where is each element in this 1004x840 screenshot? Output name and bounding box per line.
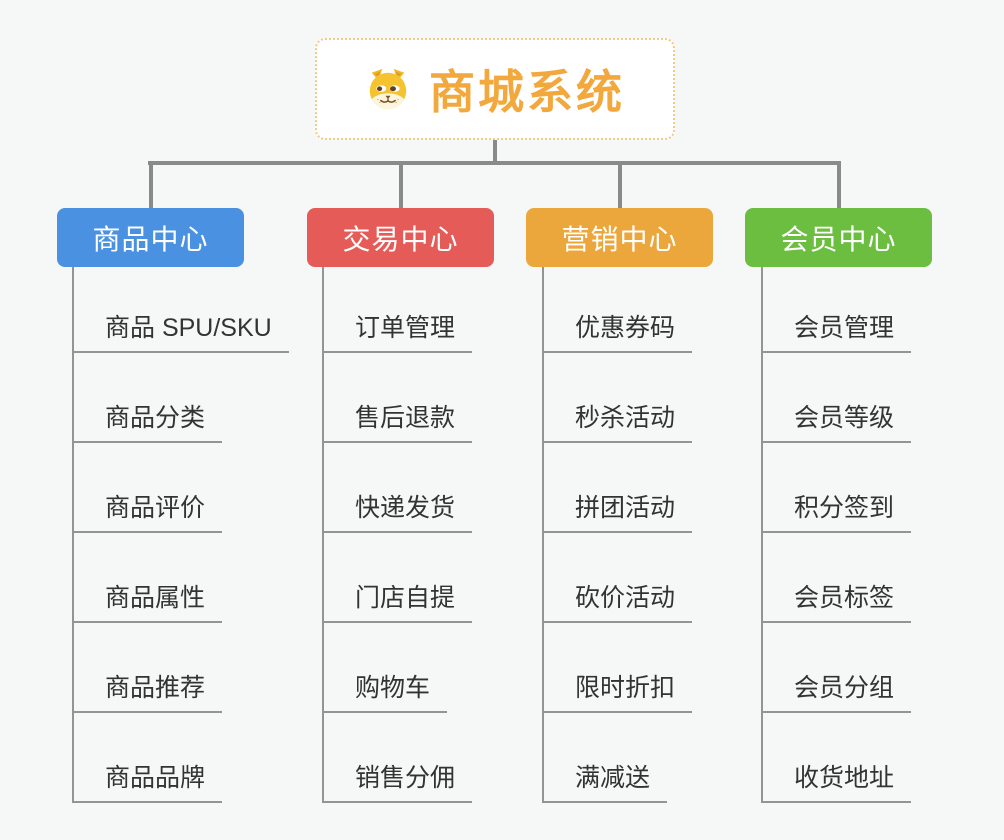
topic-full-reduction[interactable]: 满减送 <box>542 764 668 803</box>
topic-limited-discount[interactable]: 限时折扣 <box>542 674 693 713</box>
branch-children-product: 商品 SPU/SKU 商品分类 商品评价 商品属性 商品推荐 商品品牌 <box>72 267 289 803</box>
branch-trunk-line-4 <box>761 267 763 802</box>
branch-trunk-line-3 <box>542 267 544 802</box>
connector-drop-branch-2 <box>399 161 403 208</box>
topic-member-management[interactable]: 会员管理 <box>761 314 912 353</box>
branch-trunk-line-1 <box>72 267 74 802</box>
connector-root-stem <box>493 140 497 163</box>
dog-icon <box>369 68 407 110</box>
topic-order-management[interactable]: 订单管理 <box>322 314 473 353</box>
connector-drop-branch-3 <box>618 161 622 208</box>
root-topic-label: 商城系统 <box>429 66 625 118</box>
root-topic[interactable]: 商城系统 <box>315 38 675 140</box>
topic-product-spu-sku[interactable]: 商品 SPU/SKU <box>72 314 289 353</box>
topic-group-buy[interactable]: 拼团活动 <box>542 494 693 533</box>
topic-product-recommend[interactable]: 商品推荐 <box>72 674 223 713</box>
connector-horizontal-rail <box>148 161 840 165</box>
branch-trade-center[interactable]: 交易中心 <box>307 208 494 267</box>
topic-product-brand[interactable]: 商品品牌 <box>72 764 223 803</box>
branch-children-marketing: 优惠券码 秒杀活动 拼团活动 砍价活动 限时折扣 满减送 <box>542 267 693 803</box>
topic-member-tag[interactable]: 会员标签 <box>761 584 912 623</box>
topic-product-attribute[interactable]: 商品属性 <box>72 584 223 623</box>
topic-member-group[interactable]: 会员分组 <box>761 674 912 713</box>
topic-shopping-cart[interactable]: 购物车 <box>322 674 448 713</box>
topic-sales-commission[interactable]: 销售分佣 <box>322 764 473 803</box>
topic-aftersale-refund[interactable]: 售后退款 <box>322 404 473 443</box>
branch-member-center[interactable]: 会员中心 <box>745 208 932 267</box>
topic-store-pickup[interactable]: 门店自提 <box>322 584 473 623</box>
topic-express-delivery[interactable]: 快递发货 <box>322 494 473 533</box>
topic-bargain-activity[interactable]: 砍价活动 <box>542 584 693 623</box>
topic-flash-sale[interactable]: 秒杀活动 <box>542 404 693 443</box>
topic-product-review[interactable]: 商品评价 <box>72 494 223 533</box>
topic-points-checkin[interactable]: 积分签到 <box>761 494 912 533</box>
connector-drop-branch-1 <box>149 161 153 208</box>
branch-marketing-center[interactable]: 营销中心 <box>526 208 713 267</box>
branch-children-member: 会员管理 会员等级 积分签到 会员标签 会员分组 收货地址 <box>761 267 912 803</box>
branch-children-trade: 订单管理 售后退款 快递发货 门店自提 购物车 销售分佣 <box>322 267 473 803</box>
topic-member-level[interactable]: 会员等级 <box>761 404 912 443</box>
topic-shipping-address[interactable]: 收货地址 <box>761 764 912 803</box>
topic-coupon-code[interactable]: 优惠券码 <box>542 314 693 353</box>
branch-product-center[interactable]: 商品中心 <box>57 208 244 267</box>
branch-trunk-line-2 <box>322 267 324 802</box>
topic-product-category[interactable]: 商品分类 <box>72 404 223 443</box>
connector-drop-branch-4 <box>837 161 841 208</box>
